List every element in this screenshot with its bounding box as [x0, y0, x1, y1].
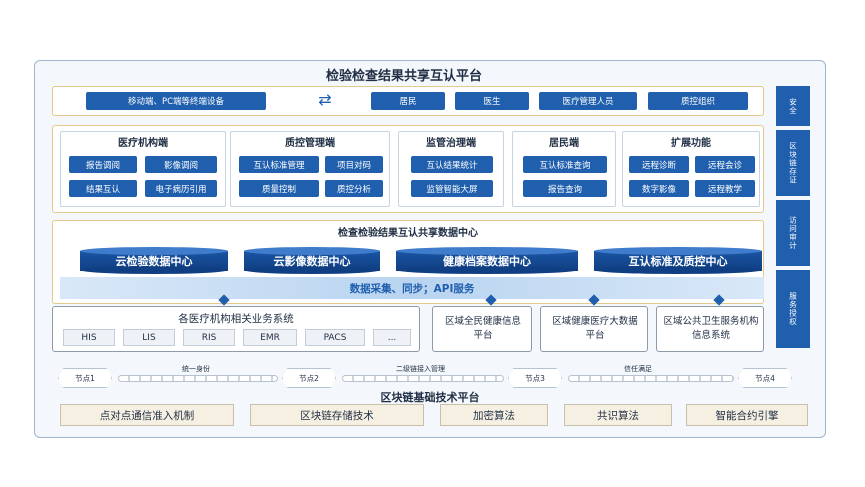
- blockchain-node-2: 节点2: [282, 368, 336, 388]
- chain-link: [342, 375, 504, 382]
- platform-big-data: 区域健康医疗大数据平台: [540, 306, 648, 352]
- platform-label: 区域全民健康信息平台: [444, 316, 521, 341]
- side-service-authorization: 服务授权: [776, 270, 810, 348]
- side-blockchain-evidence: 区块链存证: [776, 130, 810, 196]
- foot-p2p: 点对点通信准入机制: [60, 404, 234, 426]
- data-service-bar: 数据采集、同步；API服务: [60, 277, 764, 299]
- item-emr-reference: 电子病历引用: [145, 180, 217, 197]
- platform-label: 区域公共卫生服务机构信息系统: [663, 316, 759, 341]
- cylinder-standard-qc: 互认标准及质控中心: [594, 247, 762, 274]
- column-resident: 居民端 互认标准查询 报告查询: [512, 131, 616, 207]
- item-remote-diagnosis: 远程诊断: [629, 156, 689, 173]
- foot-encryption: 加密算法: [440, 404, 548, 426]
- item-code-mapping: 项目对码: [325, 156, 383, 173]
- foot-consensus: 共识算法: [564, 404, 672, 426]
- foot-smart-contract: 智能合约引擎: [686, 404, 808, 426]
- role-qc-organization: 质控组织: [648, 92, 748, 110]
- system-tag-more: ...: [373, 329, 411, 346]
- cylinder-label: 互认标准及质控中心: [628, 255, 728, 268]
- platform-label: 区域健康医疗大数据平台: [552, 316, 638, 341]
- item-qc-analysis: 质控分析: [325, 180, 383, 197]
- system-tag-lis: LIS: [123, 329, 175, 346]
- column-title: 医疗机构端: [118, 138, 168, 149]
- side-security: 安全: [776, 86, 810, 126]
- cylinder-health-records: 健康档案数据中心: [396, 247, 578, 274]
- item-image-view: 影像调阅: [145, 156, 217, 173]
- link-label: 信任满足: [624, 365, 652, 373]
- bidirectional-arrow-icon: ⇄: [318, 90, 332, 109]
- blockchain-title: 区块链基础技术平台: [380, 391, 480, 404]
- foot-storage: 区块链存储技术: [250, 404, 424, 426]
- page-title: 检验检查结果共享互认平台: [325, 69, 482, 84]
- link-label: 二级链接入管理: [396, 365, 445, 373]
- column-title: 居民端: [549, 138, 579, 149]
- chain-link: [568, 375, 734, 382]
- side-access-audit: 访问审计: [776, 200, 810, 266]
- cylinder-cloud-imaging: 云影像数据中心: [244, 247, 380, 274]
- system-tag-his: HIS: [63, 329, 115, 346]
- item-remote-teaching: 远程教学: [695, 180, 755, 197]
- system-tag-emr: EMR: [243, 329, 297, 346]
- column-qc-management: 质控管理端 互认标准管理 项目对码 质量控制 质控分析: [230, 131, 390, 207]
- platform-public-health: 区域公共卫生服务机构信息系统: [656, 306, 764, 352]
- system-tag-pacs: PACS: [305, 329, 365, 346]
- institution-systems-title: 各医疗机构相关业务系统: [178, 313, 294, 325]
- column-supervision: 监管治理端 互认结果统计 监管智能大屏: [398, 131, 504, 207]
- item-result-statistics: 互认结果统计: [411, 156, 493, 173]
- item-result-mutual: 结果互认: [69, 180, 137, 197]
- blockchain-node-3: 节点3: [508, 368, 562, 388]
- institution-systems-box: 各医疗机构相关业务系统 HIS LIS RIS EMR PACS ...: [52, 306, 420, 352]
- chain-link: [118, 375, 278, 382]
- system-tag-ris: RIS: [183, 329, 235, 346]
- column-title: 监管治理端: [426, 138, 476, 149]
- column-title: 扩展功能: [671, 138, 711, 149]
- role-doctor: 医生: [455, 92, 529, 110]
- role-medical-manager: 医疗管理人员: [539, 92, 637, 110]
- item-remote-consultation: 远程会诊: [695, 156, 755, 173]
- cylinder-label: 健康档案数据中心: [443, 255, 531, 268]
- item-quality-control: 质量控制: [239, 180, 319, 197]
- item-standard-query: 互认标准查询: [523, 156, 607, 173]
- blockchain-node-1: 节点1: [58, 368, 112, 388]
- link-label: 统一身份: [182, 365, 210, 373]
- role-resident: 居民: [371, 92, 445, 110]
- data-center-title: 检查检验结果互认共享数据中心: [338, 228, 478, 239]
- terminal-device-pill: 移动端、PC端等终端设备: [86, 92, 266, 110]
- item-digital-imaging: 数字影像: [629, 180, 689, 197]
- item-report-query: 报告查询: [523, 180, 607, 197]
- blockchain-node-4: 节点4: [738, 368, 792, 388]
- item-standard-management: 互认标准管理: [239, 156, 319, 173]
- item-report-view: 报告调阅: [69, 156, 137, 173]
- platform-regional-health: 区域全民健康信息平台: [432, 306, 532, 352]
- item-smart-screen: 监管智能大屏: [411, 180, 493, 197]
- column-medical-institution: 医疗机构端 报告调阅 影像调阅 结果互认 电子病历引用: [60, 131, 226, 207]
- cylinder-cloud-lab: 云检验数据中心: [80, 247, 228, 274]
- column-extensions: 扩展功能 远程诊断 远程会诊 数字影像 远程教学: [622, 131, 760, 207]
- column-title: 质控管理端: [285, 138, 335, 149]
- cylinder-label: 云影像数据中心: [273, 255, 351, 268]
- cylinder-label: 云检验数据中心: [115, 255, 193, 268]
